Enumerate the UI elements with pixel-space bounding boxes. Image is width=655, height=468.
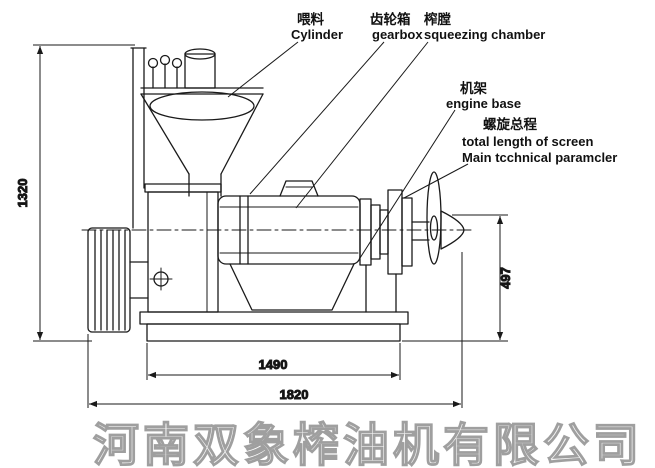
dim-1820-label: 1820 [280,387,309,402]
dim-1320-label: 1320 [15,179,30,208]
label-screw-cn: 螺旋总程 [483,116,537,132]
label-chamber-cn: 榨膛 [423,11,451,27]
label-feed-cn: 喂料 [297,11,324,27]
gearbox-body [144,183,222,313]
handwheel [426,171,442,265]
label-screw-en: total length of screen [462,134,594,149]
pulley [87,227,149,333]
leader-gearbox [249,41,385,195]
feed-cap [184,48,216,89]
engine-base [139,311,409,342]
label-gearbox-en: gearbox [372,27,423,42]
lifting-handle [279,180,319,197]
dim-1490-label: 1490 [259,357,288,372]
label-note: Main tcchnical paramcler [462,150,617,165]
squeezing-chamber [217,180,361,265]
leader-base [359,109,456,259]
leader-chamber [295,41,429,209]
dimension-1320: 1320 [15,44,135,342]
leader-screw [403,163,469,199]
handwheel-hub [429,215,439,241]
dim-497-label: 497 [498,267,513,289]
label-gearbox-cn: 齿轮箱 [370,11,411,27]
cone-tip [440,210,465,250]
right-supports [365,264,397,313]
label-base-en: engine base [446,96,521,111]
label-feed-en: Cylinder [291,27,343,42]
oil-pan [229,263,355,311]
callout-labels: 喂料 Cylinder 齿轮箱 gearbox 榨膛 squeezing cha… [291,11,617,165]
adjusting-bolts [147,54,183,89]
leader-feed [227,41,299,98]
machine-drawing [81,47,473,342]
dimension-1490: 1490 [146,343,401,380]
screw-outlet [359,171,465,275]
label-base-cn: 机架 [460,80,487,96]
company-watermark: 河南双象榨油机有限公司 [93,419,643,468]
support-column [130,47,147,229]
label-chamber-en: squeezing chamber [424,27,545,42]
dimension-497: 497 [402,214,514,342]
hopper [140,87,264,197]
leader-lines [227,41,469,259]
dimension-1820: 1820 [87,252,463,408]
